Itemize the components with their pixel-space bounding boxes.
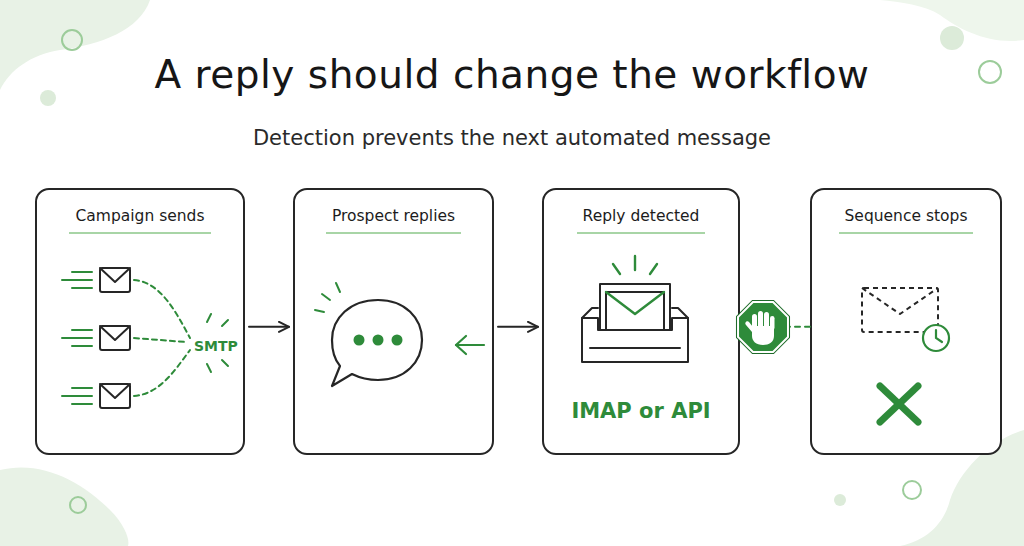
connector-segment [775, 326, 810, 328]
protocol-label: SMTP [194, 338, 238, 354]
connector-segment [249, 326, 289, 328]
step-heading: Prospect replies [326, 207, 461, 234]
protocol-label: IMAP or API [544, 399, 738, 423]
step-heading: Reply detected [577, 207, 706, 234]
step-box: Sequence stops [810, 188, 1002, 455]
flow-connector [498, 326, 538, 327]
connector-segment [498, 326, 538, 328]
step-heading: Campaign sends [69, 207, 210, 234]
step-heading-row: Sequence stops [812, 206, 1000, 234]
flow-connector [249, 326, 289, 327]
diagram-title: A reply should change the workflow [0, 52, 1024, 97]
step-box: Reply detectedIMAP or API [542, 188, 740, 455]
stop-sign [737, 301, 790, 354]
flow-connector [740, 326, 810, 327]
step-heading: Sequence stops [839, 207, 974, 234]
step-heading-row: Campaign sends [37, 206, 243, 234]
step-box: Campaign sendsSMTP [35, 188, 245, 455]
diagram-subtitle: Detection prevents the next automated me… [0, 126, 1024, 150]
step-heading-row: Reply detected [544, 206, 738, 234]
step-heading-row: Prospect replies [295, 206, 492, 234]
connector-segment [740, 326, 775, 328]
step-box: Prospect replies [293, 188, 494, 455]
